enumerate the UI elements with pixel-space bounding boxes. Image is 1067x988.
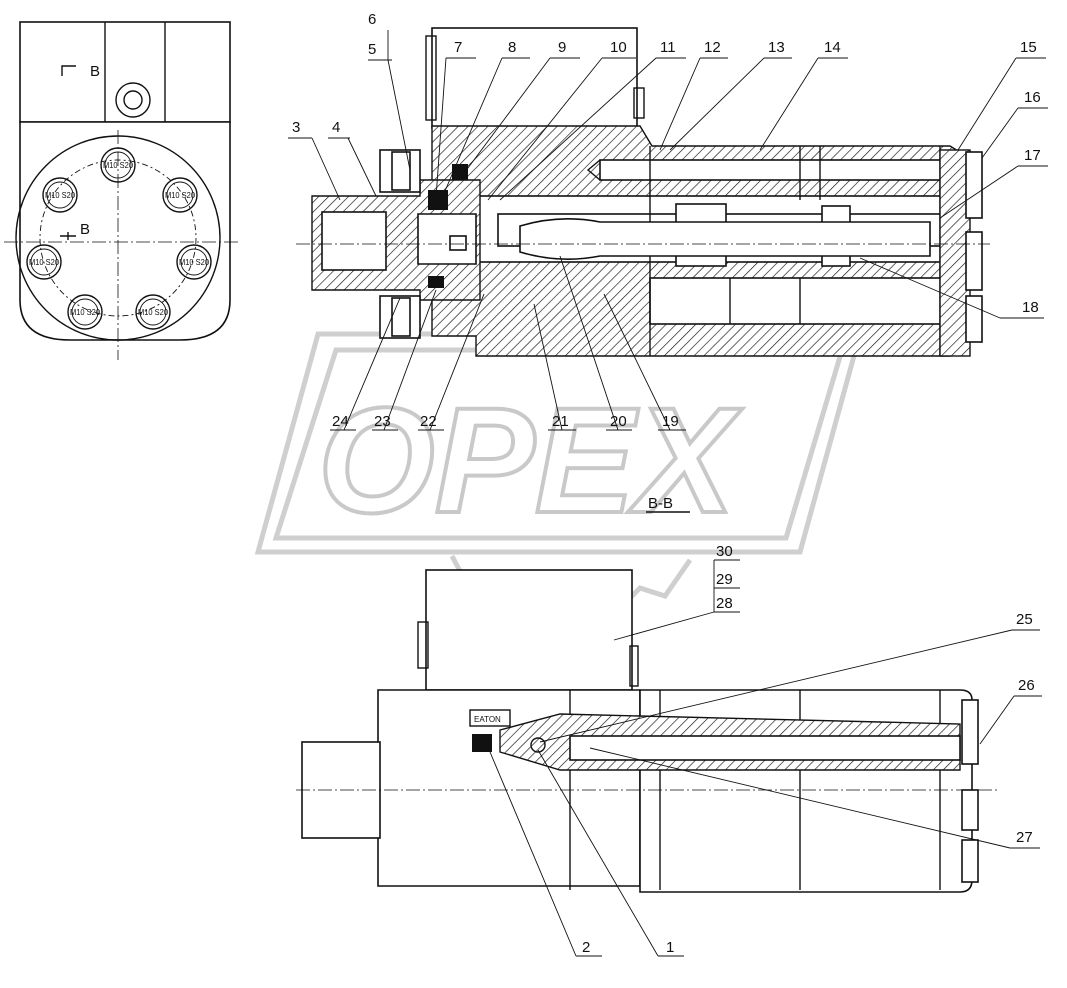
callout-7: 7 bbox=[454, 39, 462, 56]
bolt-3-label: M10 S20 bbox=[179, 258, 210, 267]
callout-15: 15 bbox=[1020, 39, 1037, 56]
callout-30: 30 bbox=[716, 543, 733, 560]
bolt-4-icon: M10 S20 bbox=[135, 294, 171, 330]
callout-28: 28 bbox=[716, 595, 733, 612]
callout-14: 14 bbox=[824, 39, 841, 56]
callout-29: 29 bbox=[716, 571, 733, 588]
callout-2: 2 bbox=[582, 939, 590, 956]
callout-8: 8 bbox=[508, 39, 516, 56]
bolt-1-icon: M10 S20 bbox=[100, 147, 136, 183]
nameplate-brand: EATON bbox=[474, 715, 501, 724]
section-view: B-B bbox=[296, 27, 990, 513]
callout-24: 24 bbox=[332, 413, 349, 430]
callout-18: 18 bbox=[1022, 299, 1039, 316]
bolt-4-label: M10 S20 bbox=[138, 308, 169, 317]
leader-lines bbox=[288, 30, 1048, 957]
callout-17: 17 bbox=[1024, 147, 1041, 164]
bolt-7-label: M10 S20 bbox=[45, 191, 76, 200]
bolt-6-icon: M10 S20 bbox=[26, 244, 62, 280]
callout-26: 26 bbox=[1018, 677, 1035, 694]
callouts: 6 5 7 8 9 10 11 12 13 14 15 16 17 18 3 4… bbox=[292, 11, 1041, 956]
watermark: OPEX bbox=[254, 331, 864, 616]
section-marker-left: B bbox=[80, 221, 90, 238]
callout-25: 25 bbox=[1016, 611, 1033, 628]
callout-3: 3 bbox=[292, 119, 300, 136]
callout-4: 4 bbox=[332, 119, 340, 136]
callout-22: 22 bbox=[420, 413, 437, 430]
callout-16: 16 bbox=[1024, 89, 1041, 106]
bolt-2-label: M10 S20 bbox=[165, 191, 196, 200]
side-view: EATON bbox=[296, 569, 1000, 893]
bolt-2-icon: M10 S20 bbox=[162, 177, 198, 213]
callout-20: 20 bbox=[610, 413, 627, 430]
bolt-5-icon: M10 S20 bbox=[67, 294, 103, 330]
bolt-7-icon: M10 S20 bbox=[42, 177, 78, 213]
bolt-3-icon: M10 S20 bbox=[176, 244, 212, 280]
section-marker-top: B bbox=[90, 63, 100, 80]
watermark-text: OPEX bbox=[318, 376, 743, 544]
callout-6: 6 bbox=[368, 11, 376, 28]
callout-13: 13 bbox=[768, 39, 785, 56]
callout-21: 21 bbox=[552, 413, 569, 430]
callout-27: 27 bbox=[1016, 829, 1033, 846]
callout-5: 5 bbox=[368, 41, 376, 58]
callout-1: 1 bbox=[666, 939, 674, 956]
bolt-5-label: M10 S20 bbox=[70, 308, 101, 317]
callout-19: 19 bbox=[662, 413, 679, 430]
callout-23: 23 bbox=[374, 413, 391, 430]
callout-9: 9 bbox=[558, 39, 566, 56]
end-view: B B M10 S20 M10 S20 M10 S20 M10 S20 bbox=[4, 21, 240, 360]
bolt-6-label: M10 S20 bbox=[29, 258, 60, 267]
callout-10: 10 bbox=[610, 39, 627, 56]
bolt-1-label: M10 S20 bbox=[103, 161, 134, 170]
section-title: B-B bbox=[648, 495, 673, 512]
callout-11: 11 bbox=[660, 39, 676, 56]
callout-12: 12 bbox=[704, 39, 721, 56]
